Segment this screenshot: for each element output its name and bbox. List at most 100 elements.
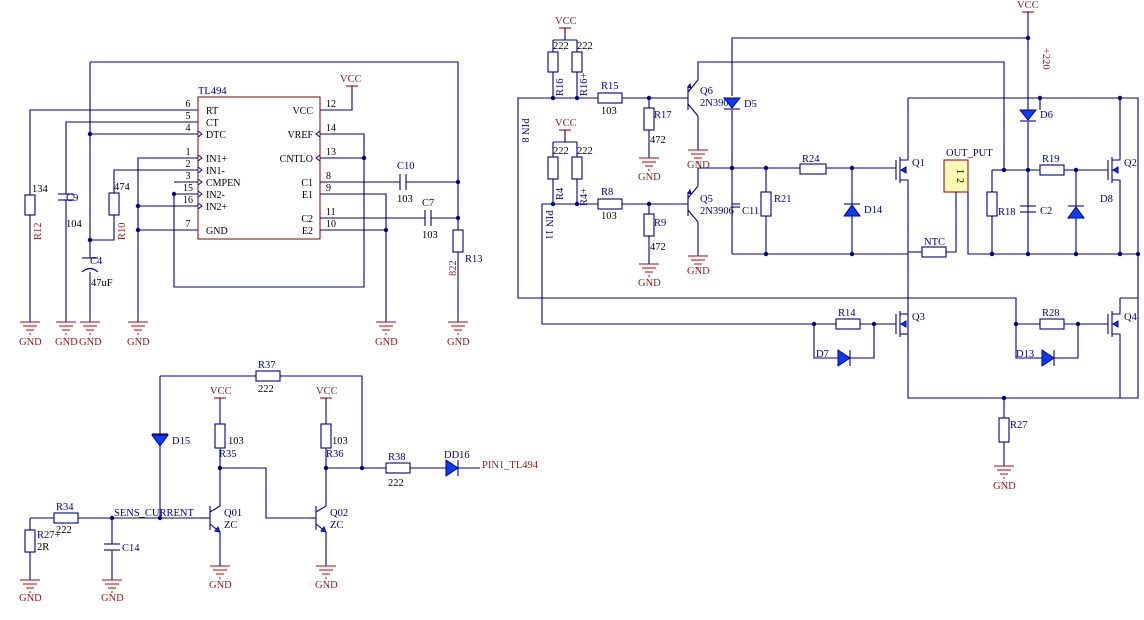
mosfet-q3: Q3 — [895, 311, 925, 337]
resistor-r36 — [320, 423, 332, 449]
svg-text:+220: +220 — [1040, 48, 1051, 70]
svg-text:Q02: Q02 — [330, 508, 348, 519]
pin-label-c2: C2 — [301, 214, 313, 225]
svg-text:R24: R24 — [802, 154, 820, 165]
svg-text:R15: R15 — [601, 81, 619, 92]
capacitor-c11: C11 — [742, 206, 759, 217]
transistor-q5: Q5 2N3906 — [687, 185, 734, 223]
vcc-symbol: VCC — [340, 74, 362, 87]
pin-label-in2p: IN2+ — [206, 202, 228, 213]
resistor-r27-plus — [24, 529, 36, 553]
resistor-r12: 134 R12 — [24, 184, 49, 240]
bridge-wiring: VCC +220 D5 D6 C11 R24 R21 — [722, 0, 1141, 492]
resistor-r21 — [760, 191, 772, 217]
gnd-symbol-group-left: GND GND GND GND GND GND — [19, 321, 470, 348]
mosfet-q2: Q2 — [1107, 98, 1137, 254]
svg-text:R13: R13 — [465, 254, 483, 265]
ntc-thermistor — [921, 246, 947, 258]
svg-text:R27: R27 — [1010, 420, 1028, 431]
resistor-r28 — [1039, 318, 1065, 330]
pin-num-12: 12 — [326, 99, 336, 110]
net-pin11: PIN 11 — [543, 210, 554, 240]
svg-text:ZC: ZC — [330, 520, 343, 531]
svg-text:DD16: DD16 — [444, 450, 470, 461]
pin-num-8: 8 — [326, 171, 331, 182]
net-pin8: PIN 8 — [519, 118, 530, 143]
resistor-r34 — [53, 512, 79, 524]
svg-text:R4+: R4+ — [579, 188, 590, 206]
svg-text:GND: GND — [375, 337, 398, 348]
svg-text:Q4: Q4 — [1124, 312, 1138, 323]
output-connector: OUT_PUT 1 2 — [943, 148, 993, 193]
pin-label-gnd: GND — [206, 226, 228, 237]
diode-d6 — [1018, 109, 1038, 121]
mosfet-q4: Q4 — [1107, 298, 1138, 398]
svg-text:103: 103 — [228, 436, 244, 447]
resistor-r8 — [597, 198, 623, 210]
tl494-wiring — [29, 61, 461, 322]
svg-text:VCC: VCC — [340, 74, 362, 85]
svg-text:OUT_PUT: OUT_PUT — [946, 148, 993, 159]
svg-text:NTC: NTC — [924, 237, 945, 248]
pin-label-in2m: IN2- — [206, 190, 225, 201]
svg-text:822: 822 — [448, 260, 459, 276]
svg-text:103: 103 — [601, 106, 617, 117]
mosfet-q1: Q1 — [895, 98, 925, 298]
capacitor-c4: C4 47uF — [81, 256, 113, 289]
diode-d13 — [1041, 349, 1055, 367]
resistor-r17 — [643, 107, 655, 131]
pin-num-2: 2 — [186, 159, 191, 170]
svg-text:D7: D7 — [816, 349, 829, 360]
svg-text:D15: D15 — [172, 436, 190, 447]
svg-text:Q3: Q3 — [912, 312, 925, 323]
svg-text:D6: D6 — [1040, 110, 1053, 121]
pin-num-4: 4 — [186, 123, 191, 134]
resistor-r24 — [799, 163, 827, 175]
pin-label-cmpen: CMPEN — [206, 178, 240, 189]
svg-text:GND: GND — [687, 266, 710, 277]
svg-text:VCC: VCC — [1017, 0, 1039, 11]
svg-text:VCC: VCC — [555, 118, 577, 129]
svg-text:103: 103 — [332, 436, 348, 447]
resistor-r4-plus — [571, 156, 583, 180]
pin-num-7: 7 — [186, 219, 191, 230]
svg-text:R12: R12 — [33, 222, 44, 240]
pin-num-16: 16 — [183, 195, 193, 206]
svg-text:GND: GND — [127, 337, 150, 348]
svg-text:103: 103 — [397, 194, 413, 205]
svg-text:GND: GND — [19, 337, 42, 348]
svg-text:GND: GND — [209, 580, 232, 591]
svg-text:ZC: ZC — [224, 520, 237, 531]
svg-text:D13: D13 — [1016, 349, 1034, 360]
svg-text:R19: R19 — [1042, 154, 1060, 165]
svg-text:D5: D5 — [744, 99, 757, 110]
svg-text:R37: R37 — [258, 360, 276, 371]
svg-text:GND: GND — [638, 172, 661, 183]
svg-text:VCC: VCC — [555, 16, 577, 27]
svg-text:222: 222 — [258, 384, 274, 395]
svg-text:GND: GND — [315, 580, 338, 591]
pin-num-6: 6 — [186, 99, 191, 110]
svg-text:C7: C7 — [422, 198, 434, 209]
svg-text:R14: R14 — [838, 308, 856, 319]
diode-d8 — [1067, 206, 1085, 219]
capacitor-c2: C2 — [1040, 206, 1052, 217]
diode-d15 — [151, 434, 169, 447]
svg-text:C9: C9 — [66, 193, 78, 204]
svg-text:R36: R36 — [326, 449, 344, 460]
pin-num-3: 3 — [186, 171, 191, 182]
svg-text:R16+: R16+ — [579, 72, 590, 96]
resistor-r19 — [1039, 164, 1065, 176]
svg-text:Q5: Q5 — [700, 194, 713, 205]
current-sense-section: R37 222 D15 R34 222 SENS_CURRENT R27+ 2R… — [19, 360, 539, 604]
svg-text:GND: GND — [79, 337, 102, 348]
svg-text:R21: R21 — [774, 194, 792, 205]
resistor-r35 — [214, 423, 226, 449]
tl494-left-pins: RT CT DTC IN1+ IN1- CMPEN IN2- IN2+ GND … — [178, 99, 240, 237]
svg-text:GND: GND — [19, 593, 42, 604]
svg-text:R27+: R27+ — [37, 530, 61, 541]
pin-label-e2: E2 — [302, 226, 313, 237]
svg-text:1: 1 — [954, 169, 965, 174]
tl494-right-pins: VCC VREF CNTLO C1 E1 C2 E2 12 14 13 8 9 … — [280, 99, 342, 237]
resistor-r14 — [835, 318, 861, 330]
